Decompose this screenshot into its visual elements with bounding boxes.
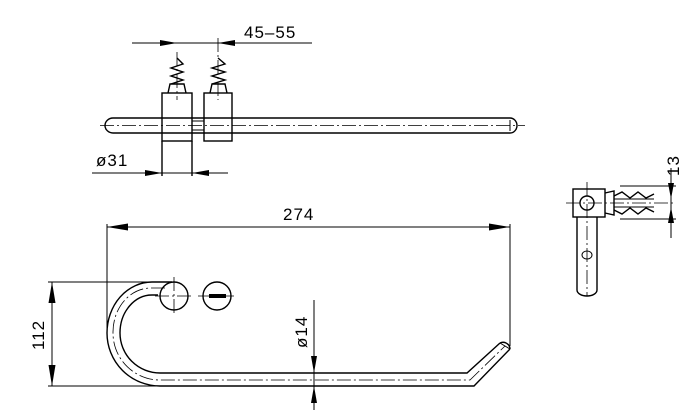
dimension-overall-width: 274: [107, 205, 510, 231]
label-side-depth: 13: [664, 155, 683, 176]
label-mount-spacing: 45–55: [244, 23, 296, 42]
label-rod-diameter-top: ø31: [96, 151, 128, 170]
label-overall-width: 274: [283, 205, 314, 224]
dimension-tube-diameter: ø14: [292, 300, 317, 410]
mount-knob-left: [155, 277, 193, 315]
dimension-rod-diameter-top: ø31: [92, 151, 228, 176]
mount-block-left: [161, 52, 193, 176]
front-view: [48, 224, 511, 387]
dimension-side-depth: 13: [664, 155, 683, 238]
label-tube-diameter: ø14: [292, 316, 311, 348]
dimension-overall-height: 112: [29, 282, 56, 386]
side-view: [566, 182, 676, 297]
mount-knob-right: [198, 281, 236, 311]
dimension-mount-spacing: 45–55: [132, 23, 312, 46]
label-overall-height: 112: [29, 320, 48, 350]
mount-block-right: [203, 38, 233, 142]
top-view: [100, 38, 525, 176]
